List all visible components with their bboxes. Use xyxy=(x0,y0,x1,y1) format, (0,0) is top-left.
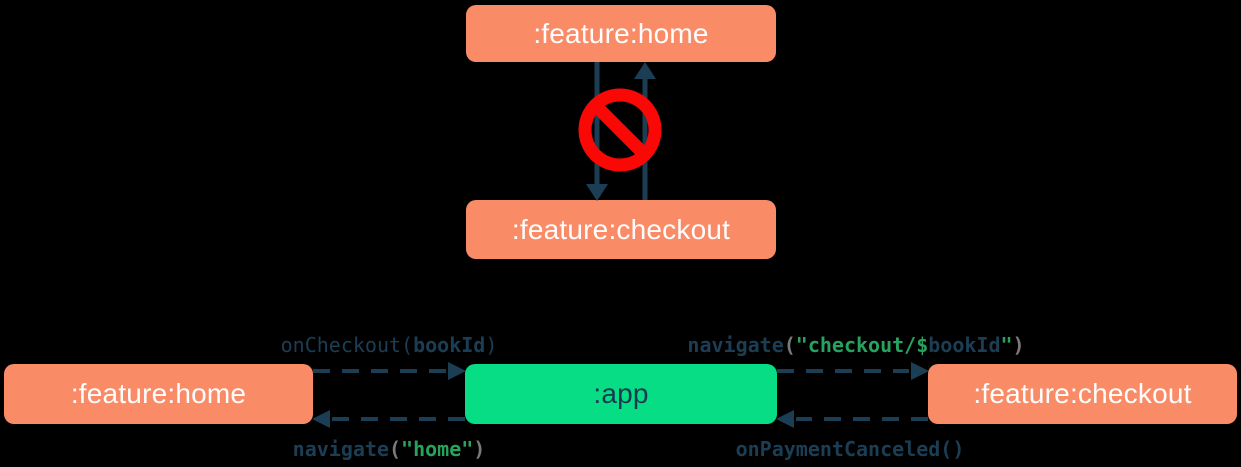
onpaymentcanceled-call-label: onPaymentCanceled() xyxy=(736,437,965,461)
fn-name: onCheckout xyxy=(280,333,402,357)
arrow-home-to-checkout xyxy=(586,62,608,201)
top-feature-home-node: :feature:home xyxy=(466,5,776,62)
arrowhead-right-icon xyxy=(448,362,466,380)
paren: ( xyxy=(388,437,402,461)
bottom-feature-home-node: :feature:home xyxy=(4,364,313,424)
fn-name: navigate xyxy=(292,437,389,461)
paren: ( xyxy=(783,333,796,357)
no-entry-icon xyxy=(578,88,662,172)
arg: bookId xyxy=(928,333,1001,357)
arrowhead-left-icon xyxy=(312,410,330,428)
arrowhead-left-icon xyxy=(776,410,794,428)
navigate-checkout-call-label: navigate("checkout/$bookId") xyxy=(687,333,1024,357)
arrow-checkout-to-home xyxy=(634,62,656,200)
arrow-navigate-app-to-checkout xyxy=(777,362,929,380)
arrow-navigate-app-to-home xyxy=(312,410,465,428)
top-feature-checkout-node: :feature:checkout xyxy=(466,200,776,259)
oncheckout-call-label: onCheckout(bookId) xyxy=(281,333,498,357)
arrowhead-down-icon xyxy=(586,184,608,201)
string-literal: " xyxy=(1000,333,1013,357)
string-literal: "checkout/$ xyxy=(795,333,929,357)
bottom-feature-checkout-node: :feature:checkout xyxy=(928,364,1237,424)
arrow-onpaymentcanceled-checkout-to-app xyxy=(776,410,928,428)
arrowhead-up-icon xyxy=(634,62,656,79)
bottom-feature-checkout-label: :feature:checkout xyxy=(973,378,1192,409)
bottom-app-label: :app xyxy=(593,378,649,409)
bottom-app-node: :app xyxy=(465,364,777,424)
arrow-oncheckout-home-to-app xyxy=(313,362,466,380)
fn-name: navigate xyxy=(687,333,784,357)
paren: ) xyxy=(1012,333,1025,357)
paren: () xyxy=(940,437,965,461)
arrowhead-right-icon xyxy=(911,362,929,380)
string-literal: "home" xyxy=(401,437,474,461)
top-feature-checkout-label: :feature:checkout xyxy=(511,213,731,245)
arg: bookId xyxy=(413,333,486,357)
paren: ( xyxy=(401,333,414,357)
bottom-feature-home-label: :feature:home xyxy=(70,378,247,409)
paren: ) xyxy=(485,333,498,357)
navigate-home-call-label: navigate("home") xyxy=(293,437,486,461)
top-feature-home-label: :feature:home xyxy=(533,17,709,49)
paren: ) xyxy=(473,437,486,461)
fn-name: onPaymentCanceled xyxy=(735,437,941,461)
